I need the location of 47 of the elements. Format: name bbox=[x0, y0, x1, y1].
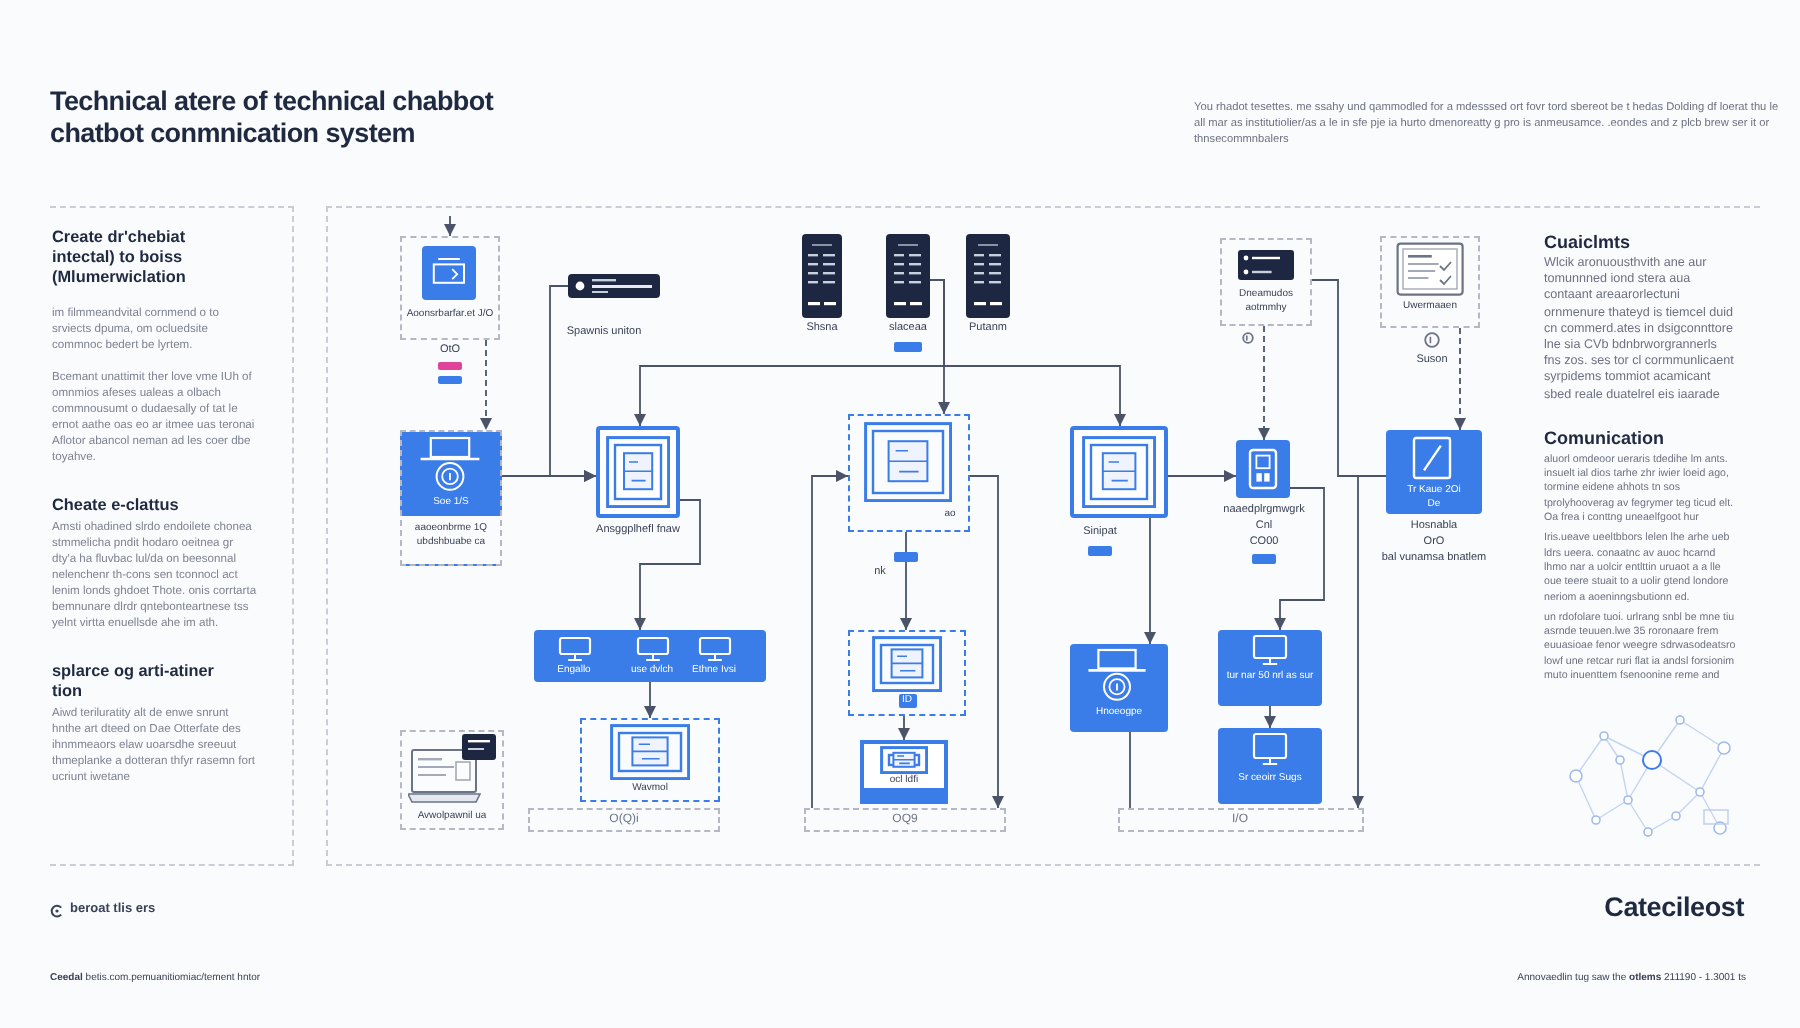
arrow bbox=[1167, 470, 1237, 482]
process-box bbox=[848, 630, 966, 716]
process-box bbox=[860, 740, 948, 804]
arrow bbox=[900, 531, 912, 631]
bus-strip bbox=[1118, 808, 1364, 832]
arrow bbox=[549, 285, 597, 482]
process-box bbox=[1070, 644, 1168, 732]
arrow bbox=[969, 475, 1004, 809]
process-box bbox=[580, 718, 720, 802]
process-box bbox=[1386, 430, 1482, 514]
footer-heading: Catecileost bbox=[1604, 892, 1744, 922]
section-heading: Cuaiclmts bbox=[1544, 232, 1633, 254]
arrow bbox=[1144, 517, 1156, 645]
section-heading: Create dr'chebiat intectal) to boiss (Mlumerwiclation bbox=[52, 228, 188, 288]
process-box bbox=[400, 430, 502, 566]
connector-line bbox=[1311, 279, 1387, 477]
process-box bbox=[1236, 440, 1290, 498]
dashed-arrow bbox=[1258, 325, 1270, 441]
section-heading: splarce og arti-atiner tion bbox=[52, 662, 216, 702]
arrow bbox=[898, 715, 910, 741]
component-card bbox=[400, 236, 500, 340]
process-box bbox=[1218, 728, 1322, 804]
bus-strip bbox=[804, 808, 1006, 832]
component-card bbox=[1220, 238, 1312, 326]
arrow bbox=[644, 681, 656, 719]
component-card bbox=[1380, 236, 1480, 328]
process-box bbox=[1218, 630, 1322, 706]
bus-strip bbox=[528, 808, 720, 832]
connector-line bbox=[1129, 731, 1131, 809]
process-box bbox=[848, 414, 970, 532]
arrow bbox=[1274, 487, 1325, 631]
section-heading: Comunication bbox=[1544, 427, 1666, 450]
section-heading: Cheate e-clattus bbox=[52, 496, 181, 516]
text-panel bbox=[50, 206, 294, 866]
arrow bbox=[929, 279, 1126, 427]
arrow bbox=[1264, 705, 1276, 729]
diagram-panel bbox=[326, 206, 1760, 866]
process-bar bbox=[534, 630, 766, 682]
status-card bbox=[568, 274, 660, 298]
dashed-arrow bbox=[480, 339, 492, 431]
illustration-card bbox=[400, 730, 504, 830]
process-box bbox=[1070, 426, 1168, 518]
dashed-arrow bbox=[1454, 327, 1466, 431]
arrow bbox=[444, 215, 456, 237]
arrow bbox=[634, 499, 701, 631]
title: Technical atere of technical chabbot chatbot conmnication system bbox=[50, 86, 496, 150]
arrow bbox=[811, 470, 849, 809]
